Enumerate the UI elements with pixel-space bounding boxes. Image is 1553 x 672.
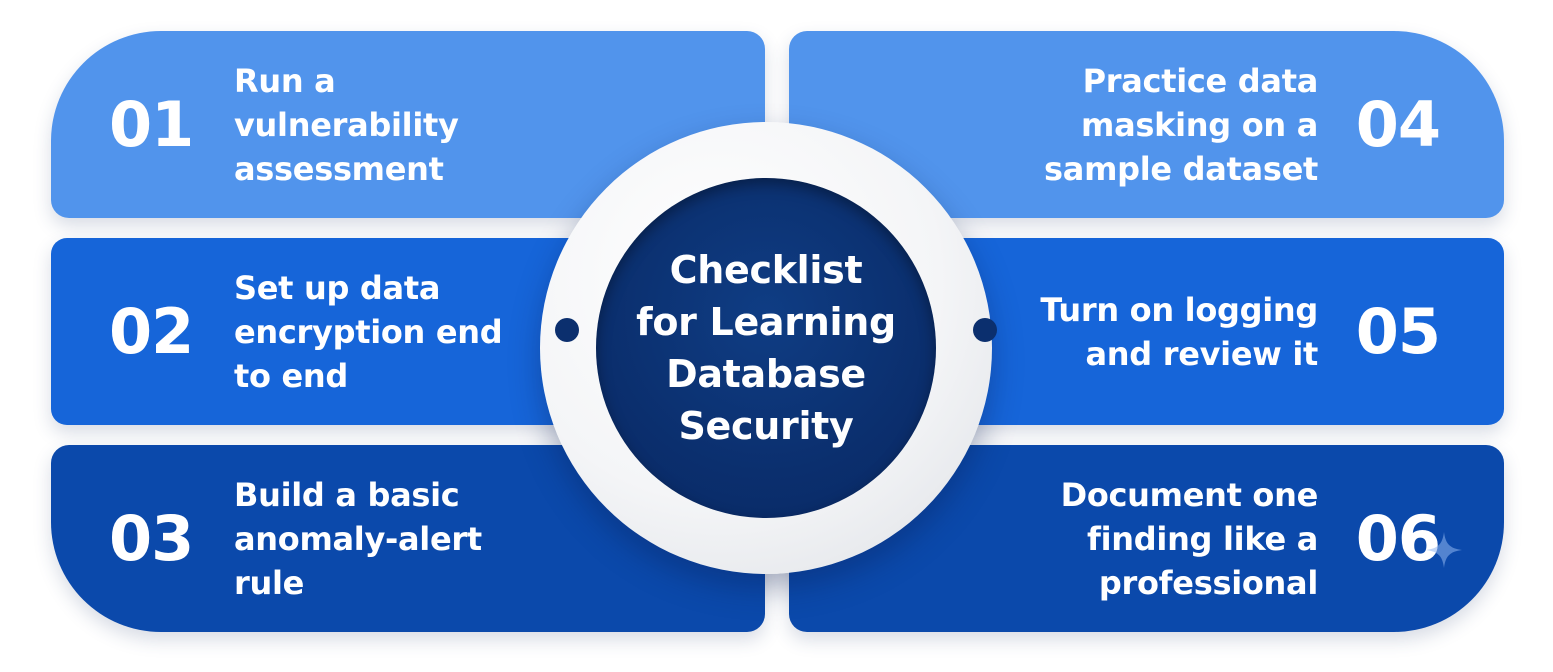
center-title-line: for Learning	[636, 300, 896, 344]
center-title-line: Database	[666, 352, 866, 396]
item-number: 06	[1355, 501, 1441, 575]
item-text: Build a basic anomaly-alert rule	[234, 473, 534, 605]
item-text-line: and review it	[1085, 334, 1318, 373]
item-text: Set up data encryption end to end	[234, 266, 534, 398]
item-text-line: anomaly-alert rule	[234, 519, 482, 602]
item-number: 05	[1355, 294, 1441, 368]
item-text-line: to end	[234, 356, 349, 395]
sparkle-icon	[1426, 532, 1462, 568]
item-text-line: Build a basic	[234, 475, 460, 514]
item-text-line: Turn on logging	[1040, 290, 1318, 329]
item-text-line: masking on a	[1081, 105, 1318, 144]
item-text: Turn on logging and review it	[998, 288, 1318, 376]
item-text: Practice data masking on a sample datase…	[998, 59, 1318, 191]
item-number: 02	[109, 294, 194, 368]
item-text-line: professional	[1098, 563, 1318, 602]
item-text-line: encryption end	[234, 312, 503, 351]
connector-dot-left	[555, 318, 579, 342]
item-text-line: assessment	[234, 149, 444, 188]
center-title-line: Security	[678, 404, 854, 448]
item-number: 04	[1355, 87, 1441, 161]
item-text: Document one finding like a professional	[998, 473, 1319, 605]
center-title-line: Checklist	[669, 248, 863, 292]
item-text-line: Practice data	[1082, 61, 1319, 100]
item-number: 03	[109, 501, 194, 575]
center-title: Checklist for Learning Database Security	[626, 244, 906, 452]
item-text-line: sample dataset	[1044, 149, 1318, 188]
item-text-line: Set up data	[234, 268, 441, 307]
connector-dot-right	[973, 318, 997, 342]
item-text: Run a vulnerability assessment	[234, 59, 534, 191]
item-text-line: Document one	[1060, 475, 1319, 514]
item-number: 01	[109, 87, 194, 161]
item-text-line: Run a vulnerability	[234, 61, 459, 144]
item-text-line: finding like a	[1087, 519, 1318, 558]
center-circle: Checklist for Learning Database Security	[596, 178, 936, 518]
checklist-item-01: 01 Run a vulnerability assessment	[51, 31, 765, 218]
